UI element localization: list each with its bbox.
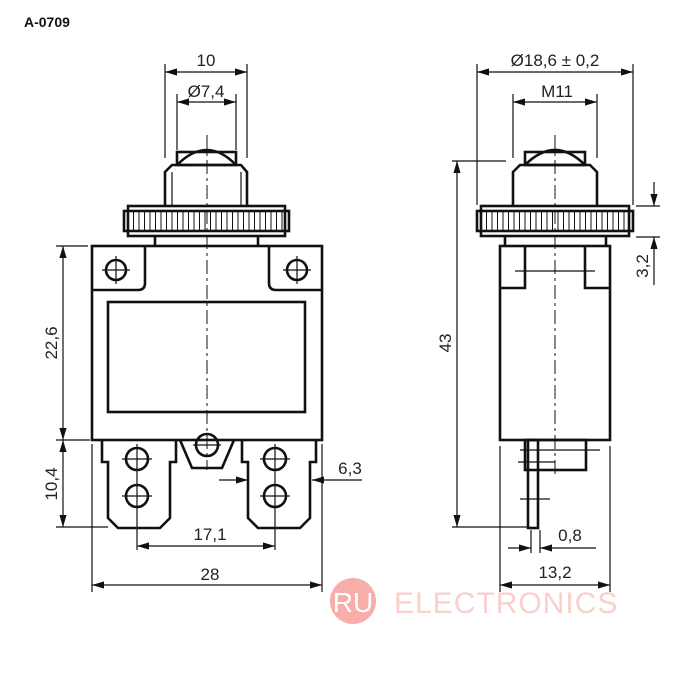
dim-terminal-pitch: 17,1 xyxy=(193,525,226,544)
side-dimensions: Ø18,6 ± 0,2 M11 43 3,2 0,8 13,2 xyxy=(436,51,660,592)
dim-cap-width: 10 xyxy=(197,51,216,70)
dim-thread: M11 xyxy=(541,82,573,101)
front-view xyxy=(90,135,324,550)
watermark-text: ELECTRONICS xyxy=(394,587,618,620)
dim-nut-diameter: Ø18,6 ± 0,2 xyxy=(511,51,600,70)
front-dimensions: 10 Ø7,4 22,6 10,4 6,3 17,1 28 xyxy=(42,51,362,592)
side-view xyxy=(475,135,635,530)
knurling xyxy=(127,211,283,231)
dim-cap-diameter: Ø7,4 xyxy=(188,82,225,101)
drawing-title: A-0709 xyxy=(24,14,70,30)
knurling xyxy=(480,211,625,231)
dim-nut-thickness: 3,2 xyxy=(633,254,652,278)
dim-total-height: 43 xyxy=(436,334,455,353)
dim-body-depth: 13,2 xyxy=(538,563,571,582)
watermark-logo: RU ELECTRONICS xyxy=(330,578,618,624)
watermark-badge: RU xyxy=(333,587,373,618)
dim-terminal-height: 10,4 xyxy=(42,467,61,500)
dim-body-width: 28 xyxy=(201,565,220,584)
dim-terminal-width: 6,3 xyxy=(338,459,362,478)
dim-pin-thickness: 0,8 xyxy=(558,526,582,545)
dim-body-height: 22,6 xyxy=(42,326,61,359)
